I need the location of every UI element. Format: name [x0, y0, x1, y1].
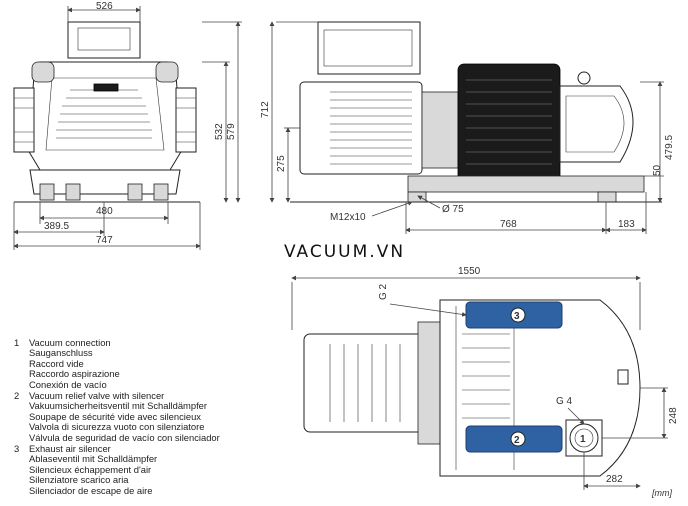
dim-g4: G 4: [556, 396, 573, 407]
legend-line: Vakuumsicherheitsventil mit Schalldämpfe…: [29, 400, 208, 412]
legend-line: Vacuum relief valve with silencer: [29, 390, 165, 402]
legend-line: Raccord vide: [29, 357, 84, 369]
legend-line: Válvula de seguridad de vacío con silenc…: [29, 431, 220, 443]
dim-579: 579: [226, 123, 237, 140]
dim-526: 526: [96, 1, 113, 12]
legend-line: Conexión de vacío: [29, 378, 107, 390]
callout-3: 3: [514, 311, 520, 322]
dim-g2: G 2: [378, 283, 389, 300]
dim-282: 282: [606, 474, 623, 485]
legend: 1 Vacuum connection Sauganschluss Raccor…: [14, 337, 274, 497]
brand-watermark: VACUUM.VN: [284, 242, 406, 262]
legend-line: Raccordo aspirazione: [29, 368, 120, 380]
legend-line: Silenciador de escape de aire: [29, 484, 153, 496]
legend-number: 3: [14, 443, 20, 455]
unit-label: [mm]: [652, 488, 672, 498]
legend-line: Silenziatore scarico aria: [29, 474, 129, 486]
dim-248: 248: [668, 407, 679, 424]
dim-183: 183: [618, 219, 635, 230]
legend-line: Sauganschluss: [29, 347, 93, 359]
dim-747: 747: [96, 235, 113, 246]
dim-768: 768: [500, 219, 517, 230]
dim-dia-75: Ø 75: [442, 204, 464, 215]
dim-1550: 1550: [458, 266, 481, 277]
dim-479-5: 479.5: [664, 135, 675, 160]
legend-item: 1 Vacuum connection Sauganschluss Raccor…: [14, 337, 274, 390]
legend-item: 3 Exhaust air silencer Ablaseventil mit …: [14, 443, 274, 496]
dim-50: 50: [652, 164, 663, 176]
dim-m12x10: M12x10: [330, 212, 366, 223]
dim-532: 532: [214, 123, 225, 140]
legend-line: Exhaust air silencer: [29, 443, 111, 455]
legend-line: Vacuum connection: [29, 337, 111, 348]
dim-712: 712: [260, 101, 271, 118]
legend-line: Valvola di sicurezza vuoto con silenziat…: [29, 421, 205, 433]
legend-number: 1: [14, 337, 20, 348]
dim-480: 480: [96, 206, 113, 217]
legend-line: Soupape de sécurité vide avec silencieux: [29, 410, 201, 422]
legend-number: 2: [14, 390, 20, 402]
dim-389-5: 389.5: [44, 221, 69, 232]
top-view: 1550 3 2 1 G 2 G: [291, 266, 679, 490]
legend-line: Ablaseventil mit Schalldämpfer: [29, 453, 158, 465]
front-view: 526 532 579 480 389.5 747: [13, 1, 242, 250]
legend-item: 2 Vacuum relief valve with silencer Vaku…: [14, 390, 274, 443]
callout-2: 2: [514, 435, 520, 446]
dim-275: 275: [276, 155, 287, 172]
side-view: 712 275 479.5 50 M12x10 Ø 75 768 183: [260, 21, 675, 234]
callout-1: 1: [580, 434, 586, 445]
legend-line: Silencieux échappement d'air: [29, 463, 152, 475]
